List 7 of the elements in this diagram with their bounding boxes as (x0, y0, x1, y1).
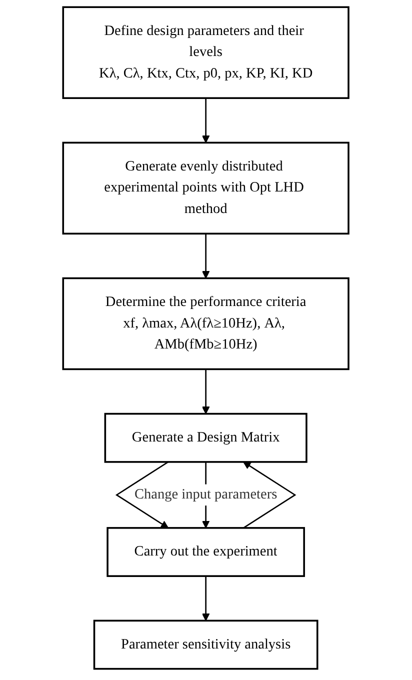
process-box: Carry out the experiment (106, 527, 306, 577)
edge-label: Change input parameters (134, 484, 278, 506)
process-box: Define design parameters and their levels Kλ, Cλ, Ktx, Ctx, p0, px, KP, KI, KD (62, 6, 350, 99)
process-box: Determine the performance criteria xf, λmax, Aλ(fλ≥10Hz), Aλ, AMb(fMb≥10Hz) (62, 277, 350, 370)
process-box: Generate a Design Matrix (104, 412, 308, 463)
process-box: Parameter sensitivity analysis (94, 620, 318, 670)
process-box: Generate evenly distributed experimental points with Opt LHD method (62, 142, 350, 235)
